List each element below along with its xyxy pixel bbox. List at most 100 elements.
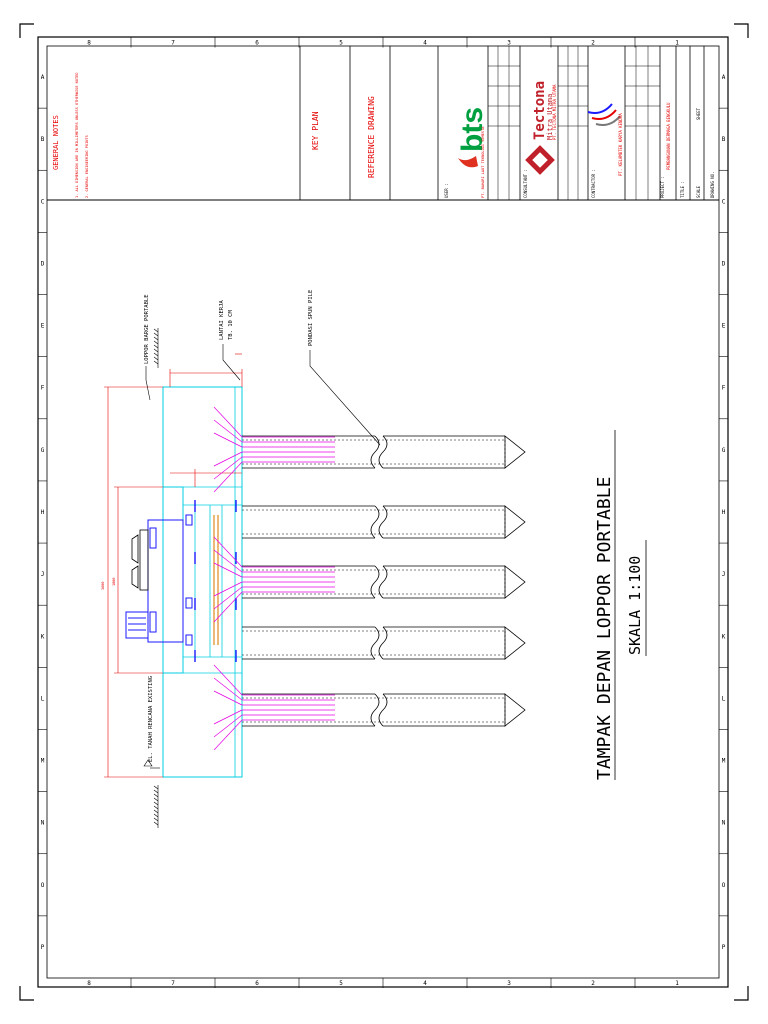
zone-letter: M (722, 758, 726, 765)
rebar-fan (213, 406, 335, 493)
outer-frame (37, 36, 729, 988)
drawing-no-label: DRAWING NO. (710, 172, 715, 199)
zone-letter: B (41, 136, 45, 143)
user-label: USER : (444, 184, 449, 198)
bts-logo: bts (456, 107, 489, 168)
contractor-company: PT. KELAMBTEK KARYA KENDRA (618, 113, 623, 176)
svg-text:Tectona: Tectona (532, 81, 548, 140)
zone-number: 5 (339, 980, 343, 987)
svg-text:1800: 1800 (112, 578, 116, 586)
note-2: 2. GENERAL ENGINEERING POINTS (85, 135, 89, 198)
svg-text:bts: bts (456, 107, 489, 152)
contractor-label: CONTRACTOR : (591, 169, 596, 198)
zone-number: 4 (423, 980, 427, 987)
zone-number: 4 (423, 40, 427, 47)
zone-letter: K (722, 633, 726, 640)
spun-pile (242, 435, 526, 469)
zone-number: 7 (171, 980, 175, 987)
zone-number: 8 (87, 40, 91, 47)
note-1: 1. ALL DIMENSION ARE IN MILLIMETERS UNLE… (75, 73, 79, 199)
zone-number: 6 (255, 980, 259, 987)
bts-company: PT. BAHARI LAUT TEKNOLOGI SEMESTA (481, 126, 485, 198)
zone-letter: J (41, 571, 45, 578)
drawing-scale: SKALA 1:100 (626, 556, 644, 655)
zone-letter: A (41, 74, 45, 81)
zone-number: 3 (507, 40, 511, 47)
spun-pile (242, 693, 526, 727)
spun-piles (242, 435, 526, 727)
spun-pile (242, 505, 526, 539)
zone-letter: C (722, 198, 726, 205)
zone-letter: B (722, 136, 726, 143)
zone-letter: N (41, 820, 45, 827)
bottom-zone-numbers: 8 7 6 5 4 3 2 1 (87, 978, 679, 988)
zone-letter: H (722, 509, 726, 516)
consultant-label: CONSULTANT : (523, 169, 528, 198)
zone-number: 1 (675, 980, 679, 987)
zone-letter: F (722, 385, 726, 392)
svg-text:3600: 3600 (101, 582, 105, 590)
title-label: TITLE : (680, 181, 685, 198)
ground-hatch-top (153, 328, 159, 368)
zone-letter: O (722, 882, 726, 889)
zone-letter: F (41, 385, 45, 392)
zone-letter: D (722, 260, 726, 267)
zone-letter: C (41, 198, 45, 205)
dimension-lines (104, 353, 243, 778)
zone-letter: L (41, 695, 45, 702)
crane-platform (162, 486, 184, 674)
zone-number: 6 (255, 40, 259, 47)
zone-letter: L (722, 695, 726, 702)
sheet-label: SHEET (696, 107, 701, 120)
project-label: PROJECT : (660, 176, 665, 198)
zone-number: 8 (87, 980, 91, 987)
zone-letter: N (722, 820, 726, 827)
zone-letter: G (722, 447, 726, 454)
tectona-logo: Tectona Mitra Utama (525, 81, 555, 175)
zone-letter: A (722, 74, 726, 81)
zone-letter: M (41, 758, 45, 765)
zone-letter: E (722, 323, 726, 330)
zone-number: 3 (507, 980, 511, 987)
zone-letter: K (41, 633, 45, 640)
label-lantai-tb: TB. 10 CM (228, 310, 234, 340)
inner-frame (46, 45, 720, 979)
rebar-fan (213, 536, 335, 623)
barge-outline (162, 386, 243, 778)
ground-hatch-bottom (153, 785, 159, 828)
title-block: GENERAL NOTES 1. ALL DIMENSION ARE IN MI… (47, 46, 719, 201)
zone-number: 5 (339, 40, 343, 47)
scale-label: SCALE (696, 185, 701, 198)
label-tanah-rencana: EL. TANAH RENCANA EXISTING (148, 676, 154, 762)
key-plan-heading: KEY PLAN (311, 111, 320, 150)
label-lantai-kerja: LANTAI KERJA (219, 300, 225, 340)
tectona-company: PT. TECTONA MITRA UTAMA (552, 84, 557, 140)
svg-text:Mitra Utama: Mitra Utama (546, 94, 554, 140)
zone-letter: D (41, 260, 45, 267)
zone-number: 2 (591, 40, 595, 47)
zone-letter: P (41, 944, 45, 951)
top-zone-numbers: 8 7 6 5 4 3 2 1 (87, 37, 679, 48)
general-notes-heading: GENERAL NOTES (52, 115, 60, 170)
spun-pile (242, 626, 526, 660)
rebar-fans (213, 406, 335, 751)
drawing-title: TAMPAK DEPAN LOPPOR PORTABLE (594, 477, 615, 780)
zone-letter: E (41, 323, 45, 330)
loppor-front-view: 3600 1800 LOPPOR BARGE PORTABLE LANTAI K… (101, 290, 647, 828)
zone-letter: H (41, 509, 45, 516)
crane-detail (131, 529, 149, 591)
label-pondasi-spun-pile: PONDASI SPUN PILE (308, 290, 314, 346)
crane-machine (125, 514, 193, 646)
zone-number: 7 (171, 40, 175, 47)
zone-number: 2 (591, 980, 595, 987)
spun-pile (242, 565, 526, 599)
label-loppor-barge: LOPPOR BARGE PORTABLE (144, 294, 150, 364)
corner-marks (19, 23, 749, 1001)
zone-letter: P (722, 944, 726, 951)
reference-drawing-heading: REFERENCE DRAWING (367, 96, 376, 178)
zone-letter: G (41, 447, 45, 454)
zone-number: 1 (675, 40, 679, 47)
contractor-logo (587, 103, 621, 126)
